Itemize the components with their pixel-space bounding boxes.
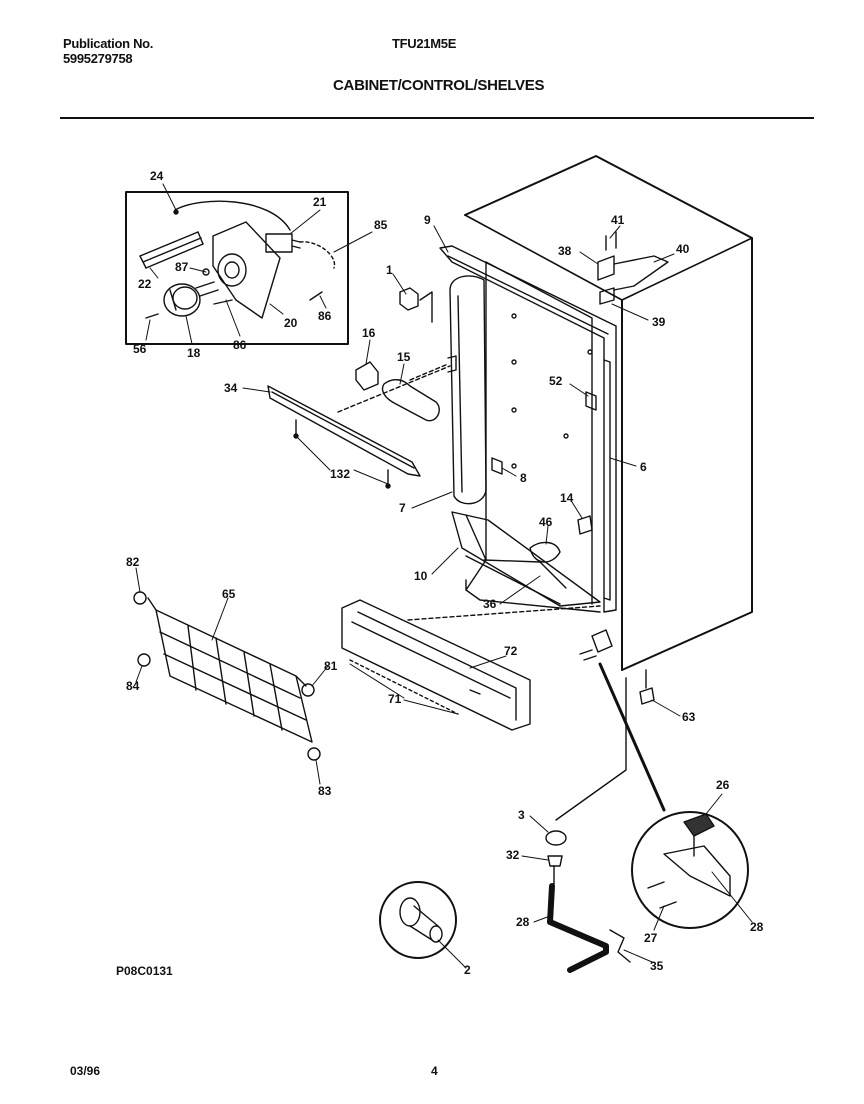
model-number: TFU21M5E: [392, 36, 457, 51]
callout-8: 8: [520, 471, 527, 485]
header-rule: [60, 117, 814, 119]
hinge-inset: [631, 811, 749, 929]
callout-22: 22: [138, 277, 152, 291]
callout-18: 18: [187, 346, 201, 360]
callout-52: 52: [549, 374, 563, 388]
callout-27: 27: [644, 931, 658, 945]
publication-label: Publication No.: [63, 36, 154, 51]
kick-plate: [341, 599, 601, 731]
footer-page-number: 4: [431, 1064, 438, 1078]
callout-24: 24: [150, 169, 164, 183]
callout-9: 9: [424, 213, 431, 227]
callout-15: 15: [397, 350, 411, 364]
callout-35: 35: [650, 959, 664, 973]
callout-10: 10: [414, 569, 428, 583]
callout-83: 83: [318, 784, 332, 798]
callout-leaders: [135, 183, 753, 969]
wire-basket: [133, 591, 321, 761]
callout-82: 82: [126, 555, 140, 569]
callout-86-bottom: 86: [233, 338, 247, 352]
callout-81: 81: [324, 659, 338, 673]
drain-parts: [545, 830, 631, 973]
callout-41: 41: [611, 213, 625, 227]
footer-date: 03/96: [70, 1064, 101, 1078]
callout-65: 65: [222, 587, 236, 601]
callout-32: 32: [506, 848, 520, 862]
callout-84: 84: [126, 679, 140, 693]
callout-87: 87: [175, 260, 189, 274]
callout-21: 21: [313, 195, 327, 209]
callout-26: 26: [716, 778, 730, 792]
callout-3: 3: [518, 808, 525, 822]
callout-28-drain: 28: [516, 915, 530, 929]
callout-34: 34: [224, 381, 238, 395]
shelf-rail: [267, 365, 451, 489]
callout-85: 85: [374, 218, 388, 232]
callout-46: 46: [539, 515, 553, 529]
callout-86-top: 86: [318, 309, 332, 323]
control-inset: [125, 191, 349, 345]
callout-63: 63: [682, 710, 696, 724]
drawing-code: P08C0131: [116, 964, 173, 978]
light-parts: [355, 287, 457, 422]
drain-leader: [555, 677, 627, 821]
callout-132: 132: [330, 467, 350, 481]
callout-1: 1: [386, 263, 393, 277]
callout-38: 38: [558, 244, 572, 258]
grommet-inset: [379, 881, 457, 959]
callout-7: 7: [399, 501, 406, 515]
callout-20: 20: [284, 316, 298, 330]
publication-number: 5995279758: [63, 51, 133, 66]
callout-14: 14: [560, 491, 574, 505]
callout-28-hinge: 28: [750, 920, 764, 934]
callout-16: 16: [362, 326, 376, 340]
callout-6: 6: [640, 460, 647, 474]
page-title: CABINET/CONTROL/SHELVES: [333, 77, 545, 94]
callout-40: 40: [676, 242, 690, 256]
callout-56: 56: [133, 342, 147, 356]
callout-39: 39: [652, 315, 666, 329]
callout-36: 36: [483, 597, 497, 611]
callout-2: 2: [464, 963, 471, 977]
callout-72: 72: [504, 644, 518, 658]
callout-71: 71: [388, 692, 402, 706]
cabinet: [439, 155, 753, 705]
